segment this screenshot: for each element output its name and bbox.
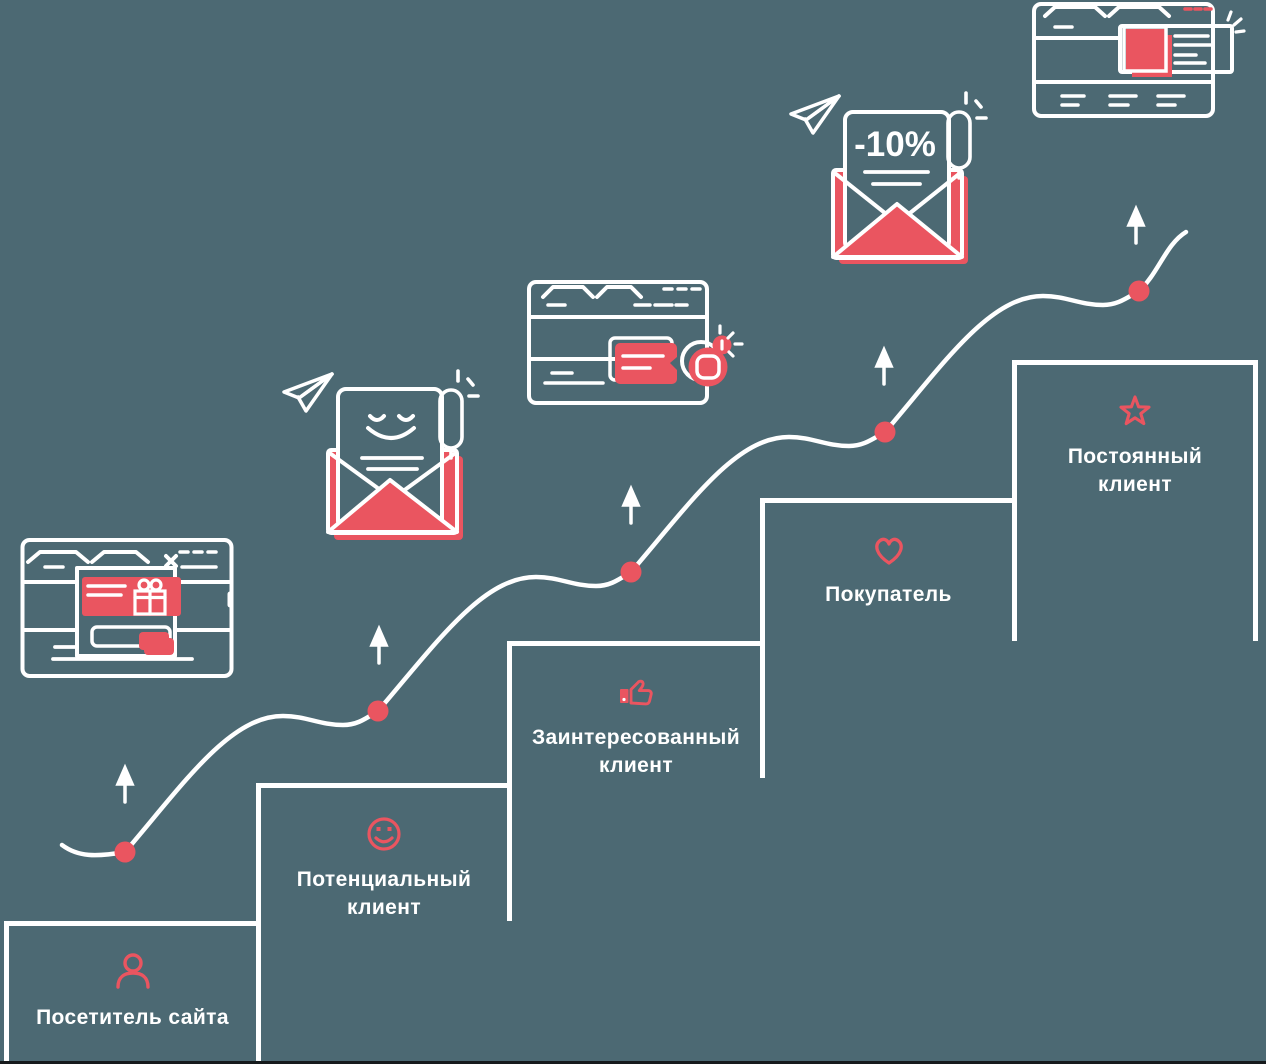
step-label-line: Заинтересованный [531,726,741,749]
flow-dots [114,280,1150,863]
step-label: Постоянный клиент [1068,443,1202,499]
letter-text-lines [863,170,930,186]
browser-coupon-illustration [527,280,744,405]
up-arrow-icon [621,484,641,525]
step-label-line: клиент [1097,473,1173,496]
up-arrows [115,204,1146,804]
step-label: Покупатель [825,581,952,609]
flow-dot [367,700,389,722]
step-label-line: Потенциальный [296,868,472,891]
up-arrow-icon [369,624,389,665]
step-label: Посетитель сайта [36,1004,229,1032]
flow-dot [620,561,642,583]
step-potential-client: Потенциальный клиент [256,783,507,1064]
flow-dot [114,841,136,863]
page-lines [20,580,233,632]
step-label-line: Посетитель сайта [36,1006,229,1029]
sparkle-icon [1226,10,1246,34]
up-arrow-icon [1126,204,1146,245]
banner-text-lines [86,584,127,597]
heart-icon [874,537,903,565]
thumbs-up-icon [620,679,653,706]
bottom-edge-line [0,1061,1266,1064]
menu-dashes [43,550,218,569]
browser-gift-illustration [20,538,234,678]
browser-window [1032,2,1215,118]
step-visitor: Посетитель сайта [4,921,256,1064]
email-field[interactable] [90,625,172,648]
gift-icon [133,578,167,616]
step-interested-client: Заинтересованный клиент [507,641,760,921]
footer-lines [51,645,194,661]
envelope-flap [326,478,459,534]
page-lines [527,315,709,385]
discount-envelope-illustration: -10% [789,91,988,264]
coupon-tag [608,336,677,384]
card-text-lines [1173,34,1213,65]
envelope-flap [831,202,964,259]
step-label-line: клиент [346,896,422,919]
browser-window [20,538,234,678]
paper-plane-icon [789,94,841,135]
step-label-line: клиент [598,754,674,777]
step-loyal-client: Постоянный клиент [1012,360,1258,641]
step-label-line: Постоянный [1067,445,1203,468]
letter-text-lines [360,456,424,471]
up-arrow-icon [115,763,135,804]
notification-badge-icon [712,335,732,355]
smiley-face [366,414,416,440]
coupon-text-lines [621,354,665,370]
browser-tabs [1043,5,1171,18]
browser-tabs [541,285,643,299]
star-icon [1119,395,1151,426]
paper-plane-icon [282,372,334,413]
subscribe-button[interactable] [139,632,169,650]
footer-text-lines [1060,94,1186,107]
envelope-letter-illustration [282,369,480,540]
pen-sparkle [946,91,988,180]
step-label: Заинтересованный клиент [532,724,740,780]
sparkle-icon [718,324,744,358]
flow-dot [874,421,896,443]
step-buyer: Покупатель [760,498,1012,778]
browser-product-illustration [1032,2,1246,118]
product-image [1126,29,1166,71]
flow-dot [1128,280,1150,302]
browser-window [527,280,709,405]
pen-sparkle [438,369,480,460]
menu-dashes [546,287,702,307]
up-arrow-icon [874,345,894,386]
photo-badge [680,340,728,387]
browser-tabs [26,550,150,564]
step-label: Потенциальный клиент [297,866,472,922]
user-icon [115,953,150,989]
close-icon [164,554,178,568]
step-label-line: Покупатель [825,583,952,606]
product-card [1118,24,1234,77]
letter: -10% [843,110,951,252]
discount-label: -10% [854,125,936,164]
smiley-icon [367,817,401,851]
